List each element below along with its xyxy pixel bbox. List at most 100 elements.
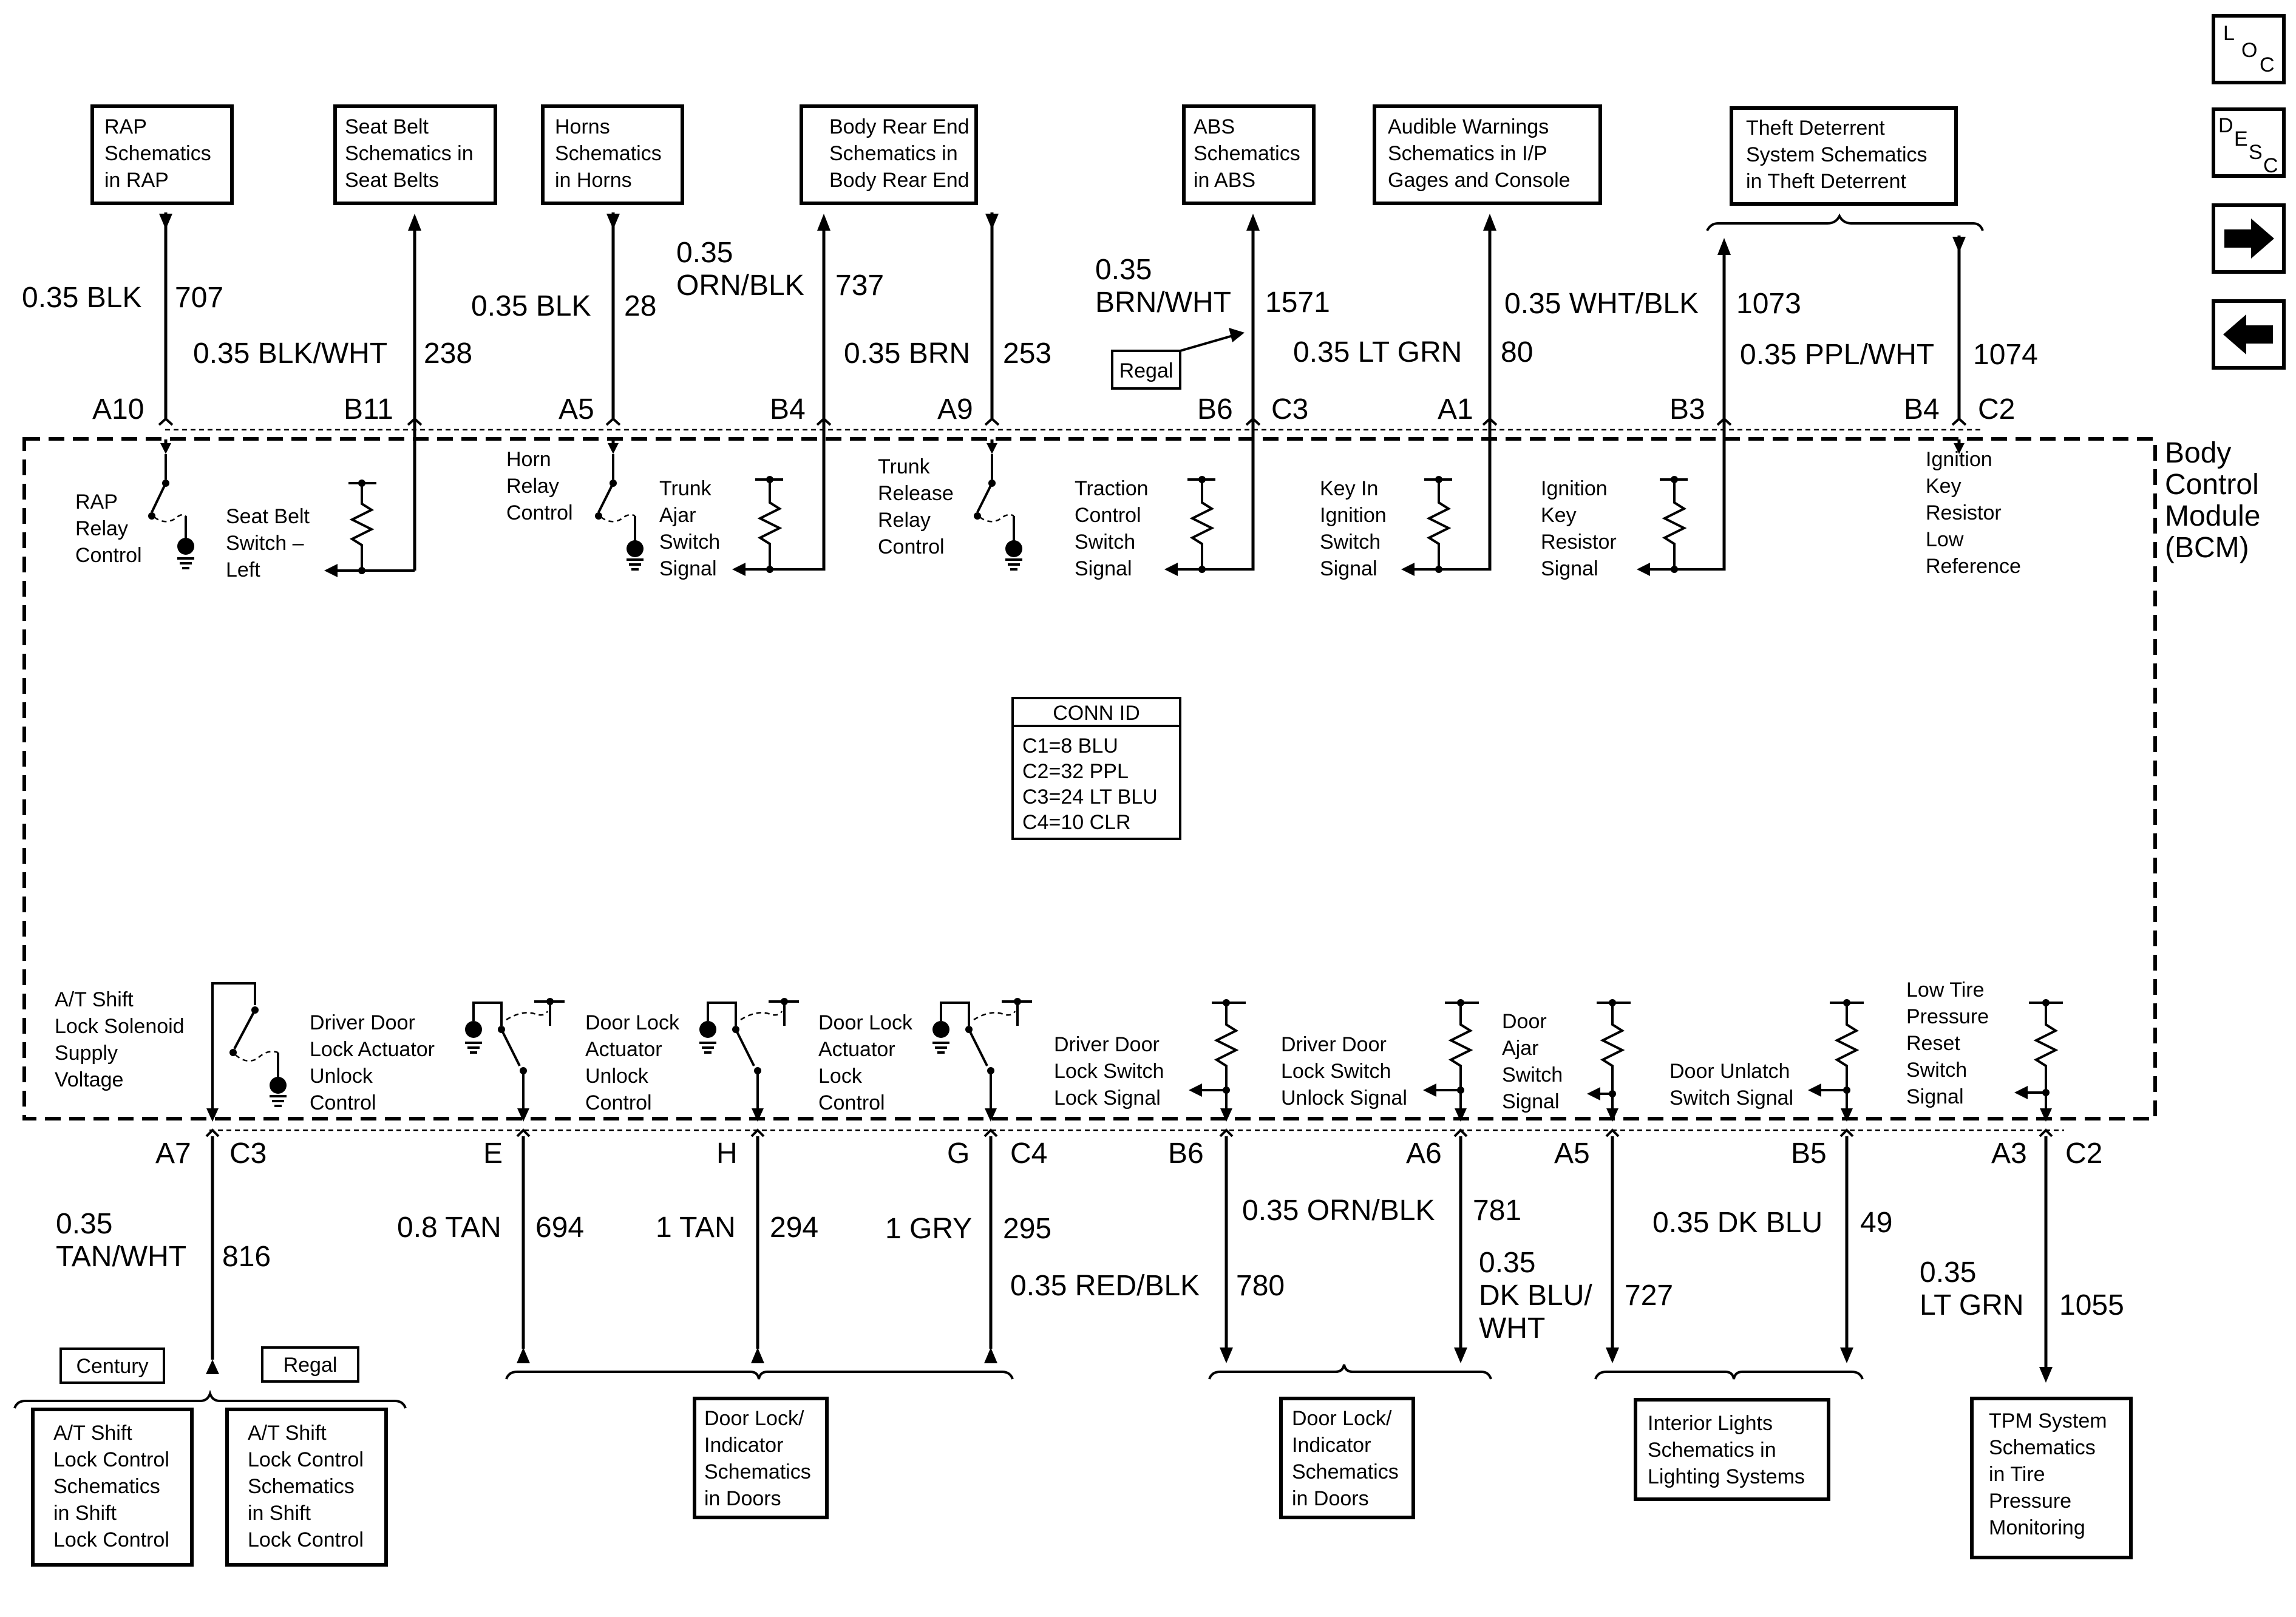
svg-text:S: S [2249,141,2263,164]
svg-text:Schematics: Schematics [1989,1436,2096,1459]
right-arrow-icon [2224,219,2274,259]
svg-text:0.35 BLK: 0.35 BLK [22,282,141,314]
tpm-schematics-box[interactable]: TPM System Schematics in Tire Pressure M… [1970,1397,2133,1559]
svg-text:1571: 1571 [1265,286,1330,319]
wire-707 [158,212,174,454]
driver-door-unlock-relay [465,998,565,1122]
svg-text:Low: Low [1926,528,1964,551]
wire-294 [750,1128,765,1363]
svg-text:H: H [716,1137,738,1170]
wire-49 [1839,1128,1854,1363]
svg-text:ABS: ABS [1194,115,1235,138]
svg-text:C1=8 BLU: C1=8 BLU [1022,734,1118,758]
interior-lights-schematics-box[interactable]: Interior Lights Schematics in Lighting S… [1634,1398,1830,1501]
svg-text:O: O [2241,39,2257,62]
svg-text:Door Lock/: Door Lock/ [704,1407,804,1430]
rap-schematics-box[interactable]: RAP Schematics in RAP [90,104,234,205]
left-arrow-icon [2223,314,2273,354]
audible-warnings-schematics-box[interactable]: Audible Warnings Schematics in I/P Gages… [1373,104,1602,205]
door-lock-indicator-schematics-box-1[interactable]: Door Lock/ Indicator Schematics in Doors [693,1397,829,1519]
svg-text:1 GRY: 1 GRY [885,1213,972,1245]
svg-text:Regal: Regal [284,1354,338,1377]
svg-text:0.35 RED/BLK: 0.35 RED/BLK [1010,1270,1200,1302]
svg-text:Seat Belt: Seat Belt [345,115,429,138]
bcm-boundary [22,437,2157,1120]
door-lock-indicator-schematics-box-2[interactable]: Door Lock/ Indicator Schematics in Doors [1279,1397,1415,1519]
svg-text:Indicator: Indicator [704,1434,783,1457]
svg-text:Schematics in I/P: Schematics in I/P [1388,142,1547,165]
svg-text:in Doors: in Doors [1292,1487,1369,1510]
door-lock-relay [932,998,1032,1122]
svg-text:Voltage: Voltage [55,1068,123,1091]
svg-text:B6: B6 [1168,1137,1204,1170]
svg-text:B4: B4 [1904,393,1940,425]
svg-text:Lock Control: Lock Control [248,1448,364,1471]
svg-text:Reference: Reference [1926,555,2021,578]
svg-text:Key: Key [1541,504,1577,527]
low-tire-reset-resistor [2014,999,2063,1122]
svg-text:in Tire: in Tire [1989,1463,2045,1486]
seatbelt-schematics-box[interactable]: Seat Belt Schematics in Seat Belts [333,104,497,205]
svg-text:Body Rear End: Body Rear End [829,115,970,138]
svg-text:in RAP: in RAP [104,169,169,192]
svg-text:Control: Control [310,1091,376,1114]
theft-deterrent-bracket [1706,213,1984,231]
svg-text:A7: A7 [155,1137,191,1170]
svg-text:0.35 BRN: 0.35 BRN [844,337,970,370]
abs-schematics-box[interactable]: ABS Schematics in ABS [1182,104,1316,205]
svg-text:Switch: Switch [1075,531,1135,554]
svg-text:Left: Left [226,558,260,581]
svg-text:Pressure: Pressure [1906,1005,1989,1028]
svg-text:C2: C2 [2065,1137,2102,1170]
svg-text:Traction: Traction [1075,477,1149,500]
svg-text:Lock Control: Lock Control [53,1448,169,1471]
svg-text:Lock Signal: Lock Signal [1054,1086,1161,1110]
at-shift-century-schematics-box[interactable]: A/T Shift Lock Control Schematics in Shi… [31,1408,194,1567]
svg-text:Horns: Horns [555,115,610,138]
doors-bracket-2 [1208,1364,1492,1380]
svg-text:Driver Door: Driver Door [1054,1033,1160,1056]
desc-button[interactable]: D E S C [2212,107,2286,178]
svg-text:Control: Control [506,501,573,524]
svg-text:Unlock: Unlock [585,1065,649,1088]
svg-text:RAP: RAP [104,115,147,138]
svg-text:Reset: Reset [1906,1032,1960,1055]
body-rear-end-schematics-box[interactable]: Body Rear End Schematics in Body Rear En… [800,104,978,205]
svg-text:G: G [947,1137,970,1170]
svg-text:253: 253 [1003,337,1051,370]
svg-text:Switch: Switch [1906,1059,1967,1082]
svg-text:in Horns: in Horns [555,169,632,192]
svg-text:Switch: Switch [1320,531,1381,554]
svg-text:1073: 1073 [1736,288,1801,320]
svg-text:Door Unlatch: Door Unlatch [1669,1060,1790,1083]
svg-text:Monitoring: Monitoring [1989,1516,2085,1539]
svg-text:0.35: 0.35 [1920,1256,1976,1289]
svg-text:Lock Control: Lock Control [248,1528,364,1551]
svg-text:Lock Actuator: Lock Actuator [310,1038,435,1061]
svg-text:Door Lock: Door Lock [818,1011,913,1034]
svg-text:Signal: Signal [659,557,717,580]
traction-control-resistor [1164,476,1253,576]
horns-schematics-box[interactable]: Horns Schematics in Horns [541,104,684,205]
svg-text:737: 737 [835,270,884,302]
prev-page-button[interactable] [2212,299,2286,370]
seatbelt-resistor [324,480,415,577]
svg-text:0.35 PPL/WHT: 0.35 PPL/WHT [1740,339,1934,371]
svg-text:A10: A10 [92,393,144,425]
wire-780 [1219,1128,1234,1363]
svg-text:Signal: Signal [1320,557,1377,580]
svg-text:A/T Shift: A/T Shift [53,1422,132,1445]
next-page-button[interactable] [2212,203,2286,274]
svg-text:Regal: Regal [1119,359,1173,382]
svg-text:Lighting Systems: Lighting Systems [1648,1465,1805,1488]
svg-text:1055: 1055 [2059,1289,2124,1321]
at-shift-regal-schematics-box[interactable]: A/T Shift Lock Control Schematics in Shi… [225,1408,388,1567]
svg-text:1074: 1074 [1973,339,2038,371]
svg-text:694: 694 [535,1212,584,1244]
svg-text:in Doors: in Doors [704,1487,781,1510]
trunk-release-relay-switch [974,454,1022,571]
loc-button[interactable]: L O C [2212,14,2286,84]
theft-deterrent-schematics-box[interactable]: Theft Deterrent System Schematics in The… [1730,106,1958,206]
door-ajar-resistor [1587,999,1631,1122]
wire-295 [983,1128,998,1363]
